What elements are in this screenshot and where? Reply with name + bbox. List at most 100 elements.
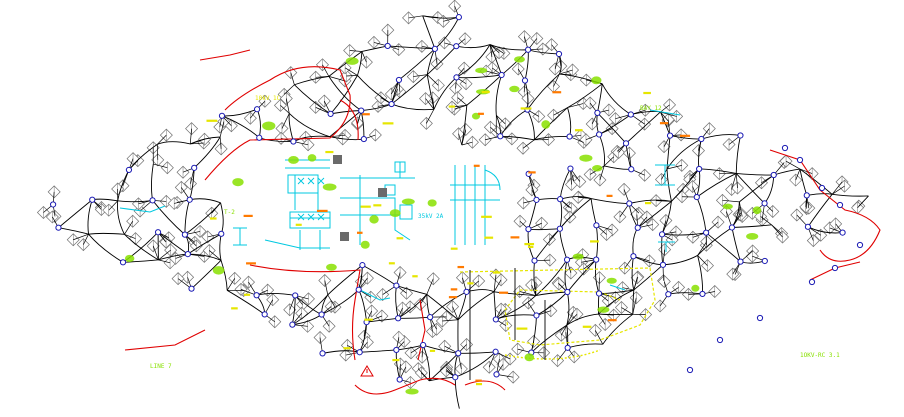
spoke-line xyxy=(425,98,435,110)
status-mark xyxy=(752,206,762,215)
tag-mark xyxy=(246,262,256,265)
feeder-line xyxy=(184,199,191,235)
feeder-line xyxy=(456,44,491,78)
label-layer: 1OKV-RC 3.1 35kV 2A BAY 12 10kV 1C LINE … xyxy=(150,95,840,370)
junction-node-icon xyxy=(593,222,600,229)
junction-node-icon xyxy=(290,138,297,145)
junction-node-icon xyxy=(359,262,366,269)
junction-node-icon xyxy=(396,376,403,383)
spoke-line xyxy=(799,168,813,174)
feeder-line xyxy=(567,259,597,293)
feeder-line xyxy=(256,109,261,138)
junction-node-icon xyxy=(756,314,764,322)
junction-node-icon xyxy=(125,166,133,174)
feeder-line xyxy=(493,291,497,320)
spoke-line xyxy=(158,259,171,264)
junction-node-icon xyxy=(533,312,540,319)
feeder-line xyxy=(806,193,833,196)
junction-node-icon xyxy=(319,350,326,357)
spoke-line xyxy=(283,84,295,95)
tag-mark xyxy=(574,129,583,132)
feeder-line xyxy=(327,264,363,296)
junction-node-icon xyxy=(628,166,635,173)
tag-mark xyxy=(457,265,465,269)
feeder-line xyxy=(535,291,568,296)
feeder-line xyxy=(226,289,265,315)
spoke-line xyxy=(489,44,505,54)
junction-node-icon xyxy=(659,261,667,268)
tag-mark xyxy=(231,307,238,310)
junction-node-icon xyxy=(521,77,529,84)
feeder-line xyxy=(489,44,529,51)
spoke-line xyxy=(327,294,336,308)
tag-mark xyxy=(450,247,458,250)
junction-node-icon xyxy=(596,131,603,138)
spoke-line xyxy=(656,200,672,202)
spoke-line xyxy=(209,250,222,261)
spoke-line xyxy=(124,221,133,235)
feeder-line xyxy=(567,83,603,108)
junction-node-icon xyxy=(388,100,395,108)
feeder-line xyxy=(666,138,702,170)
feeder-line xyxy=(566,313,599,326)
feeder-line xyxy=(534,228,561,261)
feeder-line xyxy=(221,115,260,139)
spoke-line xyxy=(189,128,192,144)
feeder-line xyxy=(696,196,707,233)
feeder-line xyxy=(387,45,435,50)
feeder-line xyxy=(398,48,436,81)
junction-node-icon xyxy=(253,292,260,299)
tag-mark xyxy=(484,236,494,239)
feeder-line xyxy=(604,165,632,170)
spoke-line xyxy=(190,138,205,145)
status-mark xyxy=(212,266,225,275)
spoke-line xyxy=(158,249,171,261)
feeder-line xyxy=(590,198,597,226)
tag-mark xyxy=(343,347,351,350)
busbar-line xyxy=(609,284,626,291)
spoke-line xyxy=(344,67,358,76)
spoke-line xyxy=(531,284,537,296)
feeder-line xyxy=(731,224,772,228)
tag-mark xyxy=(382,122,394,125)
tag-mark xyxy=(582,325,592,328)
junction-node-icon xyxy=(856,241,864,249)
spoke-line xyxy=(831,181,843,195)
tag-mark xyxy=(644,202,652,205)
status-mark xyxy=(389,209,401,217)
spoke-line xyxy=(324,280,329,295)
spoke-line xyxy=(426,74,439,86)
feeder-line xyxy=(632,227,639,257)
spoke-line xyxy=(671,189,684,202)
feeder-line xyxy=(454,377,460,409)
junction-node-icon xyxy=(188,285,195,292)
junction-node-icon xyxy=(181,231,189,238)
junction-node-icon xyxy=(728,224,736,231)
junction-node-icon xyxy=(184,250,191,258)
tag-mark xyxy=(360,205,371,208)
junction-node-icon xyxy=(420,341,427,349)
junction-node-icon xyxy=(737,258,744,265)
spoke-line xyxy=(621,307,633,315)
spoke-line xyxy=(153,163,168,169)
junction-node-icon xyxy=(796,156,804,164)
spoke-line xyxy=(280,105,290,114)
status-mark xyxy=(746,232,759,240)
junction-node-icon xyxy=(395,315,402,322)
feeder-line xyxy=(832,193,869,197)
feeder-line xyxy=(632,289,635,315)
spoke-line xyxy=(553,73,560,87)
spoke-line xyxy=(559,69,573,75)
spoke-line xyxy=(457,97,468,106)
feeder-line xyxy=(220,260,228,291)
spoke-line xyxy=(567,103,584,108)
feeder-line xyxy=(528,199,537,230)
spoke-line xyxy=(622,287,634,291)
junction-node-icon xyxy=(803,192,810,199)
tag-mark xyxy=(244,293,251,296)
tag-mark xyxy=(396,237,404,240)
spoke-line xyxy=(739,201,743,217)
feeder-line-hot xyxy=(249,264,361,361)
spoke-line xyxy=(422,15,438,18)
feeder-line xyxy=(219,233,222,261)
